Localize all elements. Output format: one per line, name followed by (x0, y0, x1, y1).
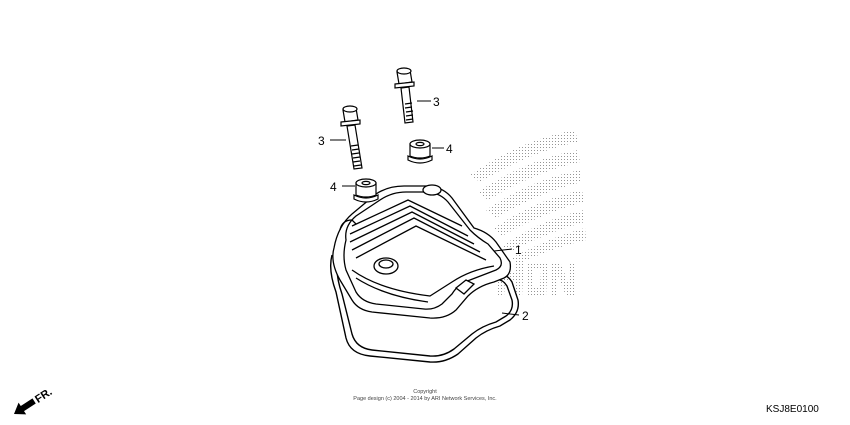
bolt-upper (394, 67, 415, 124)
callout-part-3-lower: 3 (318, 134, 325, 148)
diagram-code: KSJ8E0100 (766, 404, 819, 415)
callout-part-2: 2 (522, 309, 529, 323)
callout-part-4-upper: 4 (446, 142, 453, 156)
front-direction-arrow-icon: FR. (14, 386, 54, 415)
front-direction-label: FR. (33, 386, 54, 406)
cylinder-head-cover-gasket (329, 254, 520, 363)
leader-lines (330, 100, 520, 316)
grommet-upper (407, 139, 433, 164)
callout-part-1: 1 (515, 243, 522, 257)
callout-part-4-lower: 4 (330, 180, 337, 194)
bolt-lower (340, 105, 363, 170)
cylinder-head-cover (332, 184, 512, 319)
callout-part-3-upper: 3 (433, 95, 440, 109)
honda-wing-logo-icon (470, 130, 586, 296)
copyright-title: Copyright (413, 389, 437, 395)
grommet-lower (353, 178, 379, 203)
copyright-notice: Page design (c) 2004 - 2014 by ARI Netwo… (353, 396, 497, 402)
